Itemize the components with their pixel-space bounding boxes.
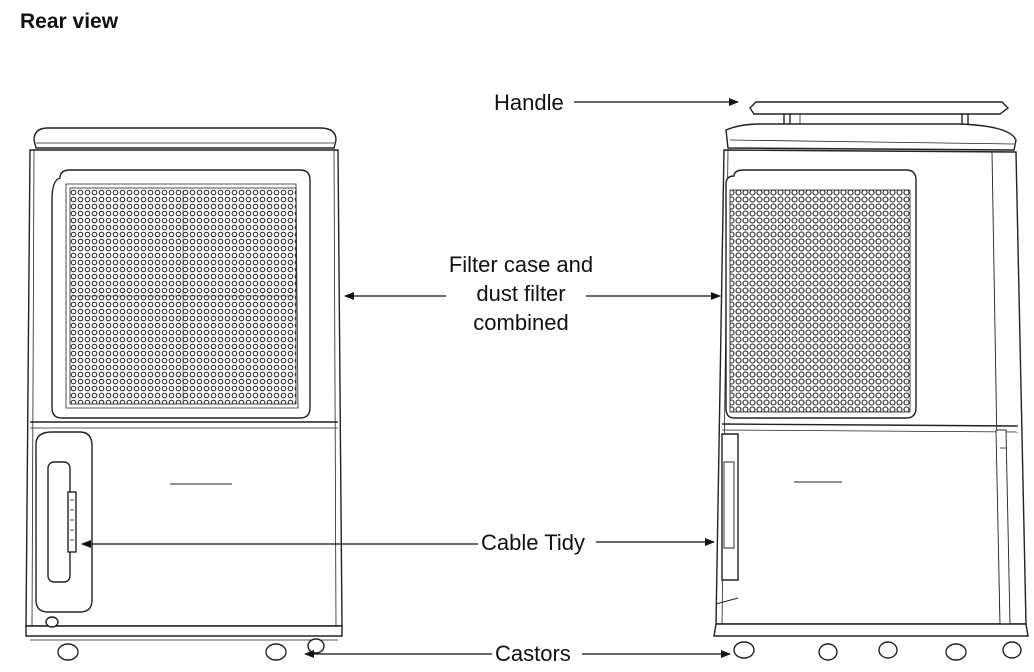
label-castors: Castors [495,641,571,666]
label-filter-line1: Filter case and [448,252,594,277]
label-cable-tidy: Cable Tidy [481,530,585,555]
right-dehumidifier [713,101,1029,661]
filter-grille-right [729,189,911,413]
label-filter-line3: combined [473,310,569,335]
leader-lines [81,98,739,658]
page-title: Rear view [20,10,119,33]
left-dehumidifier [25,127,343,661]
castors-right [733,641,1022,661]
castors-left [45,616,325,661]
label-handle: Handle [494,90,564,115]
label-filter-line2: dust filter [476,281,566,306]
